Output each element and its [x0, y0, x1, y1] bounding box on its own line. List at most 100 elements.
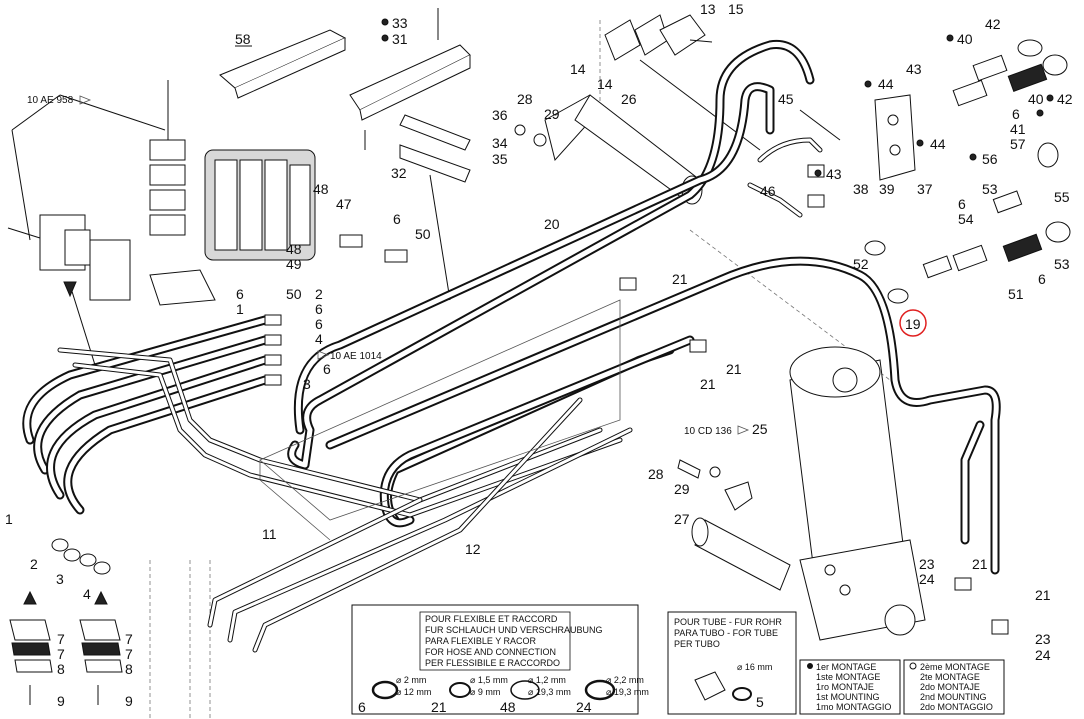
- callout-19: 19: [905, 316, 921, 332]
- mount1-line4: 1st MOUNTING: [816, 692, 880, 702]
- mount2-line3: 2do MONTAJE: [920, 682, 980, 692]
- lift-cylinder-25: [789, 346, 926, 641]
- bracket-37: [874, 94, 916, 181]
- callout-50b: 50: [286, 286, 302, 302]
- callout-9a: 9: [57, 693, 65, 709]
- seal-21-id: 21: [431, 699, 447, 715]
- legend-mount1-box: [799, 659, 901, 715]
- seal-48-a: ⌀ 1,2 mm: [528, 675, 566, 685]
- hose-clamps-stack: [7, 80, 186, 301]
- legend-hose-line2: FUR SCHLAUCH UND VERSCHRAUBUNG: [425, 625, 603, 635]
- callout-48a: 48: [313, 181, 329, 197]
- callouts: 58 33 31 36 28 29 34 35 32 13 15 14 14 2…: [5, 1, 1073, 709]
- callout-21b: 21: [700, 376, 716, 392]
- callout-35: 35: [492, 151, 508, 167]
- callout-32: 32: [391, 165, 407, 181]
- callout-33: 33: [392, 15, 408, 31]
- callout-48b: 48: [286, 241, 302, 257]
- callout-15: 15: [728, 1, 744, 17]
- callout-28b: 28: [648, 466, 664, 482]
- mount1-line5: 1mo MONTAGGIO: [816, 702, 891, 712]
- callout-6b: 6: [958, 196, 966, 212]
- mount2-line1: 2ème MONTAGE: [920, 662, 990, 672]
- ref-10ae1014: 10 AE 1014: [330, 351, 382, 362]
- callout-7a: 7: [57, 631, 65, 647]
- seal-24-b: ⌀ 19,3 mm: [606, 687, 649, 697]
- callout-3a: 3: [303, 376, 311, 392]
- callout-23b: 23: [1035, 631, 1051, 647]
- callout-42b: 42: [1057, 91, 1073, 107]
- mount1-line1: 1er MONTAGE: [816, 662, 876, 672]
- bracket-34-35: [364, 114, 471, 183]
- legend-tube-line1: POUR TUBE - FUR ROHR: [674, 617, 782, 627]
- mount2-line4: 2nd MOUNTING: [920, 692, 987, 702]
- control-valve-block: [149, 149, 316, 306]
- callout-46: 46: [760, 183, 776, 199]
- callout-3b: 3: [56, 571, 64, 587]
- callout-47: 47: [336, 196, 352, 212]
- seal-24-id: 24: [576, 699, 592, 715]
- legend-tube-box: [667, 611, 797, 715]
- callout-54: 54: [958, 211, 974, 227]
- callout-26: 26: [621, 91, 637, 107]
- callout-1a: 1: [236, 301, 244, 317]
- callout-41: 41: [1010, 121, 1026, 137]
- callout-39: 39: [879, 181, 895, 197]
- callout-28a: 28: [517, 91, 533, 107]
- tubes: [57, 137, 823, 653]
- legend: POUR FLEXIBLE ET RACCORD FUR SCHLAUCH UN…: [351, 604, 1005, 715]
- legend-tube-line3: PER TUBO: [674, 639, 720, 649]
- callout-6e: 6: [236, 286, 244, 302]
- bracket-plate-58: [219, 29, 347, 99]
- callout-4b: 4: [83, 586, 91, 602]
- callout-14a: 14: [570, 61, 586, 77]
- seal-48-b: ⌀ 19,3 mm: [528, 687, 571, 697]
- mount2-line5: 2do MONTAGGIO: [920, 702, 993, 712]
- base-frame: [259, 299, 621, 541]
- leader-lines: [11, 20, 891, 719]
- seal-6-a: ⌀ 2 mm: [396, 675, 426, 685]
- callout-6c: 6: [1038, 271, 1046, 287]
- callout-53b: 53: [1054, 256, 1070, 272]
- callout-1b: 1: [5, 511, 13, 527]
- clips-7-8: [9, 281, 123, 705]
- callout-38: 38: [853, 181, 869, 197]
- fittings: [51, 124, 1009, 635]
- legend-mount2-box: [903, 659, 1005, 715]
- legend-tube-line2: PARA TUBO - FOR TUBE: [674, 628, 778, 638]
- callout-55: 55: [1054, 189, 1070, 205]
- callout-44b: 44: [930, 136, 946, 152]
- callout-57: 57: [1010, 136, 1026, 152]
- seal-48-id: 48: [500, 699, 516, 715]
- callout-34: 34: [492, 135, 508, 151]
- callout-25: 25: [752, 421, 768, 437]
- mount1-line3: 1ro MONTAJE: [816, 682, 874, 692]
- callout-7b: 7: [57, 646, 65, 662]
- callout-24a: 24: [919, 571, 935, 587]
- callout-45: 45: [778, 91, 794, 107]
- tube-seal-id: 5: [756, 694, 764, 710]
- callout-6f: 6: [315, 301, 323, 317]
- legend-hose-line4: FOR HOSE AND CONNECTION: [425, 647, 556, 657]
- callout-9b: 9: [125, 693, 133, 709]
- mount1-line2: 1ste MONTAGE: [816, 672, 880, 682]
- seal-6-id: 6: [358, 699, 366, 715]
- callout-4a: 4: [315, 331, 323, 347]
- callout-12: 12: [465, 541, 481, 557]
- callout-42a: 42: [985, 16, 1001, 32]
- hoses: [22, 39, 1001, 575]
- callout-53a: 53: [982, 181, 998, 197]
- seal-24-a: ⌀ 2,2 mm: [606, 675, 644, 685]
- callout-43a: 43: [906, 61, 922, 77]
- seal-21-a: ⌀ 1,5 mm: [470, 675, 508, 685]
- ref-10ae958: 10 AE 958: [27, 95, 74, 106]
- callout-56: 56: [982, 151, 998, 167]
- callout-8a: 8: [57, 661, 65, 677]
- callout-6g: 6: [315, 316, 323, 332]
- callout-40a: 40: [957, 31, 973, 47]
- callout-7c: 7: [125, 631, 133, 647]
- callout-2b: 2: [30, 556, 38, 572]
- mount2-line2: 2te MONTAGE: [920, 672, 980, 682]
- callout-21c: 21: [726, 361, 742, 377]
